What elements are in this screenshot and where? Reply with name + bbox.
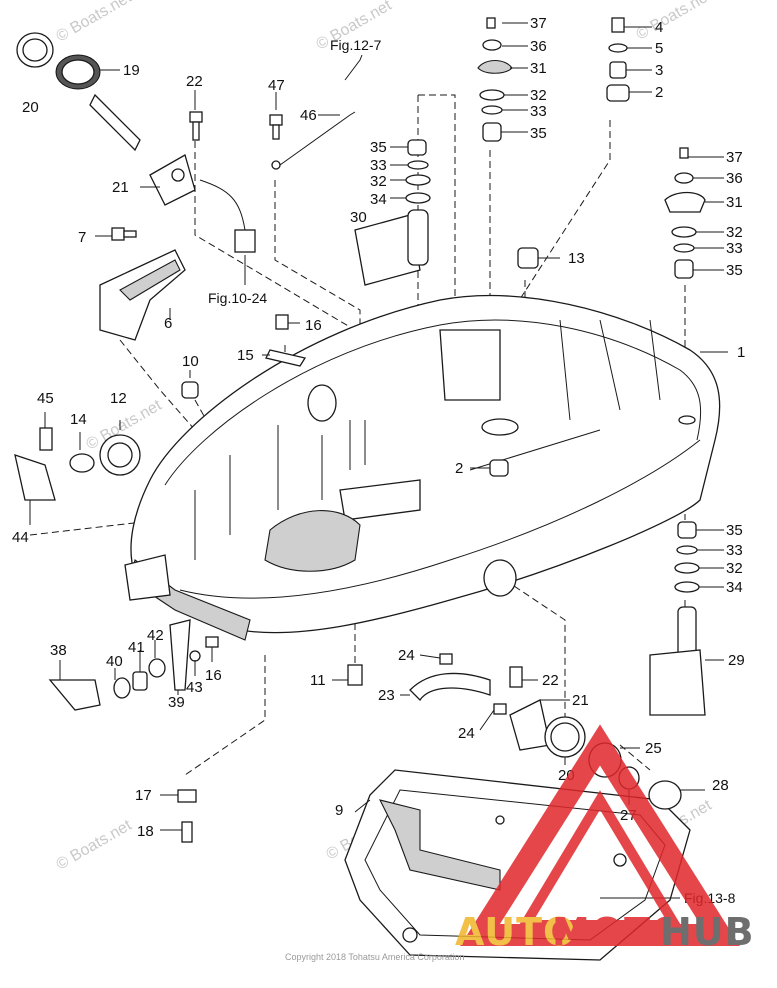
callout-17: 17 xyxy=(135,787,152,804)
callout-16: 16 xyxy=(305,317,322,334)
callout-37: 37 xyxy=(530,15,547,32)
callout-10: 10 xyxy=(182,353,199,370)
callout-12: 12 xyxy=(110,390,127,407)
callout-46: 46 xyxy=(300,107,317,124)
callout-42: 42 xyxy=(147,627,164,644)
callout-35: 35 xyxy=(370,139,387,156)
callout-32: 32 xyxy=(726,224,743,241)
callout-36: 36 xyxy=(726,170,743,187)
callout-35: 35 xyxy=(726,262,743,279)
callout-35: 35 xyxy=(726,522,743,539)
callout-24: 24 xyxy=(458,725,475,742)
callout-2: 2 xyxy=(655,84,663,101)
small-parts xyxy=(14,17,706,843)
callout-37: 37 xyxy=(726,149,743,166)
callout-21: 21 xyxy=(112,179,129,196)
callout-22: 22 xyxy=(542,672,559,689)
callout-39: 39 xyxy=(168,694,185,711)
callout-47: 47 xyxy=(268,77,285,94)
callout-31: 31 xyxy=(530,60,547,77)
callout-40: 40 xyxy=(106,653,123,670)
callout-18: 18 xyxy=(137,823,154,840)
callout-15: 15 xyxy=(237,347,254,364)
callout-19: 19 xyxy=(123,62,140,79)
callout-20: 20 xyxy=(22,99,39,116)
callout-33: 33 xyxy=(726,542,743,559)
callout-3: 3 xyxy=(655,62,663,79)
callout-4: 4 xyxy=(655,19,663,36)
fig-ref-12-7: Fig.12-7 xyxy=(330,37,382,53)
callout-21: 21 xyxy=(572,692,589,709)
callout-labels: 37 36 31 32 33 35 4 5 3 2 19 20 22 47 46… xyxy=(12,15,745,840)
callout-33: 33 xyxy=(726,240,743,257)
callout-30: 30 xyxy=(350,209,367,226)
brand-moto: MOTO xyxy=(552,910,684,954)
callout-25: 25 xyxy=(645,740,662,757)
callout-22: 22 xyxy=(186,73,203,90)
callout-9: 9 xyxy=(335,802,343,819)
callout-23: 23 xyxy=(378,687,395,704)
callout-33: 33 xyxy=(370,157,387,174)
callout-29: 29 xyxy=(728,652,745,669)
watermark-boats-net: © Boats.net xyxy=(54,0,136,45)
brand-hub: HUB xyxy=(660,910,755,954)
callout-24: 24 xyxy=(398,647,415,664)
callout-44: 44 xyxy=(12,529,29,546)
callout-16: 16 xyxy=(205,667,222,684)
callout-34: 34 xyxy=(726,579,743,596)
callout-34: 34 xyxy=(370,191,387,208)
copyright-note: Copyright 2018 Tohatsu America Corporati… xyxy=(285,952,464,962)
callout-38: 38 xyxy=(50,642,67,659)
callout-14: 14 xyxy=(70,411,87,428)
callout-33: 33 xyxy=(530,103,547,120)
callout-11: 11 xyxy=(310,672,326,689)
brand-auto: AUTO xyxy=(455,910,576,954)
callout-31: 31 xyxy=(726,194,743,211)
lower-cover-body xyxy=(124,295,721,641)
watermark-boats-net: © Boats.net xyxy=(54,817,136,874)
callout-28: 28 xyxy=(712,777,729,794)
callout-6: 6 xyxy=(164,315,172,332)
callout-32: 32 xyxy=(530,87,547,104)
automotohub-logo: AUTO MOTO HUB xyxy=(455,724,755,954)
leader-lines xyxy=(29,22,728,899)
callout-1: 1 xyxy=(737,344,745,361)
callout-35: 35 xyxy=(530,125,547,142)
callout-36: 36 xyxy=(530,38,547,55)
callout-43: 43 xyxy=(186,679,203,696)
callout-32: 32 xyxy=(726,560,743,577)
callout-5: 5 xyxy=(655,40,663,57)
callout-32: 32 xyxy=(370,173,387,190)
callout-2: 2 xyxy=(455,460,463,477)
fig-ref-10-24: Fig.10-24 xyxy=(208,290,267,306)
callout-41: 41 xyxy=(128,639,145,656)
callout-7: 7 xyxy=(78,229,86,246)
watermark-boats-net: © Boats.net xyxy=(634,0,716,43)
callout-13: 13 xyxy=(568,250,585,267)
callout-45: 45 xyxy=(37,390,54,407)
